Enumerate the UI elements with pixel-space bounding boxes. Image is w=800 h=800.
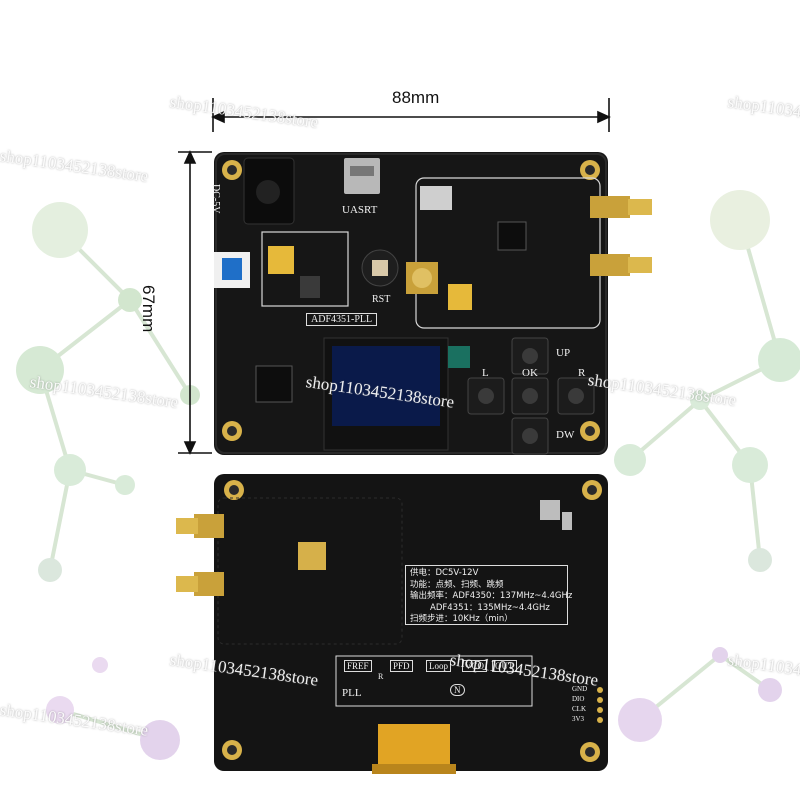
product-label: ADF4351-PLL [306,313,378,326]
spec-line: 扫频步进：10KHz（min） [410,614,513,624]
pin-label-clk: CLK [572,705,586,713]
front-board [214,152,652,455]
back-board [176,474,608,774]
diagram-block-r: R [378,672,384,681]
spec-block: 供电：DC5V-12V 功能：点频、扫频、跳频 输出频率：ADF4350：137… [405,565,573,625]
button-up-label: UP [556,347,571,359]
power-label: DC-5V [210,184,221,214]
dimension-lines [178,98,611,455]
diagram-pll-label: PLL [342,687,362,699]
diagram-block-fref: FREF [344,660,372,672]
background-nodes [16,190,800,760]
pin-label-dio: DIO [572,695,585,703]
spec-line: 功能：点频、扫频、跳频 [410,579,504,590]
diagram-block-vco: VCO [462,660,488,672]
button-down-label: DW [556,429,575,441]
pin-label-gnd: GND [572,685,588,693]
pin-label-3v3: 3V3 [572,715,585,723]
diagram-block-pfd: PFD [390,660,413,672]
spec-line: 输出频率：ADF4350：137MHz~4.4GHz [410,591,573,601]
spec-line: 供电：DC5V-12V [410,568,479,578]
button-right-label: R [578,367,586,379]
diagram-divider-n: N [450,684,465,696]
uart-label: UASRT [342,204,378,216]
spec-line: ADF4351：135MHz~4.4GHz [430,602,550,613]
height-dimension-label: 67mm [139,285,158,333]
diagram-block-out: OUT [492,660,517,672]
reset-label: RST [372,294,391,305]
width-dimension-label: 88mm [392,88,440,107]
diagram-block-loop: Loop [426,660,451,672]
button-ok-label: OK [522,367,538,379]
button-left-label: L [482,367,489,379]
